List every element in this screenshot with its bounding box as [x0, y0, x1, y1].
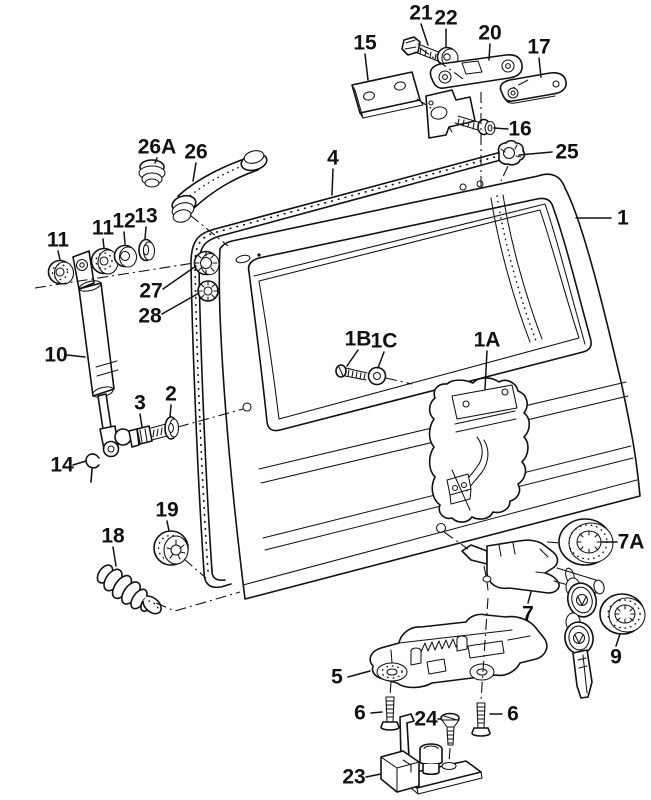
callout-label-spring-clip: 14 — [50, 454, 74, 477]
keys — [564, 577, 598, 699]
callout-label-tailgate-panel: 1 — [617, 207, 629, 230]
callout-leader-lock-striker — [365, 773, 382, 778]
callout-label-lock-escutcheon-ring: 7A — [618, 531, 645, 554]
lock-seal-ring — [599, 593, 646, 635]
callout-leader-strut-washer-inner — [102, 238, 105, 249]
callout-leader-flange-nut — [518, 151, 553, 156]
callout-label-hinge-bolt: 21 — [409, 2, 433, 25]
callout-label-strap-grommet: 26A — [138, 136, 177, 159]
lock-striker — [380, 713, 483, 795]
callout-leader-hinge — [488, 43, 491, 61]
callout-leader-strap-grommet — [154, 157, 158, 164]
tailgate-latch — [369, 613, 548, 689]
rubber-buffer — [96, 564, 162, 615]
callout-label-latch-screw-right: 6 — [507, 703, 519, 726]
callout-label-tailgate-seal: 4 — [327, 147, 339, 170]
callout-label-hinge-screw: 16 — [508, 118, 531, 141]
callout-label-striker-screw: 24 — [414, 708, 438, 731]
callout-label-latch-screw-left: 6 — [354, 702, 366, 725]
callout-leader-hinge-screw — [493, 127, 509, 130]
callout-leader-ball-stud — [139, 413, 143, 428]
lock-cylinder — [461, 539, 605, 595]
strap-grommet — [138, 159, 166, 188]
callout-leader-strut-washer-outer — [57, 250, 61, 261]
construction-lines — [34, 47, 562, 764]
callout-leader-latch-screw-left — [370, 711, 383, 714]
callout-label-mounting-plate: 15 — [353, 32, 377, 55]
serrated-washer — [197, 280, 219, 302]
tailgate-seal — [190, 150, 509, 589]
callout-label-bracket-washer: 1C — [371, 330, 398, 353]
mounting-bracket — [428, 377, 531, 523]
callout-leader-hinge-bolt — [420, 23, 429, 46]
callout-label-gas-strut: 10 — [44, 344, 67, 367]
gas-strut — [72, 250, 120, 458]
callout-leader-check-strap — [192, 162, 197, 182]
callout-label-rubber-buffer: 18 — [101, 525, 125, 548]
callout-leader-spring-clip — [72, 460, 87, 466]
callout-label-strut-washer-inner: 11 — [92, 217, 115, 240]
callout-leader-hinge-cover-plate — [538, 57, 542, 78]
callout-label-hinge-washer: 22 — [434, 7, 457, 30]
callout-label-flange-nut: 25 — [555, 141, 579, 164]
callout-label-stud-washer: 2 — [165, 383, 177, 406]
latch-screw-left — [380, 696, 400, 731]
callout-label-hinge: 20 — [478, 22, 501, 45]
strut-washers — [47, 238, 156, 285]
callout-label-lock-cylinder-keys: 7 — [522, 603, 534, 626]
callout-leader-rubber-buffer — [112, 546, 117, 567]
callout-label-strut-washer-outer: 11 — [47, 229, 70, 252]
check-strap — [171, 150, 268, 223]
callout-leader-tailgate-latch — [347, 670, 371, 678]
callout-label-blanking-grommet: 19 — [155, 499, 178, 522]
hinge-group — [351, 36, 567, 166]
striker-screw — [440, 712, 460, 746]
callout-leader-lock-seal-ring — [615, 633, 621, 647]
callout-label-hinge-cover-plate: 17 — [527, 36, 550, 59]
callout-label-bracket-screw: 1B — [345, 328, 372, 351]
callout-label-lock-striker: 23 — [342, 766, 365, 789]
callout-label-flat-washer: 12 — [112, 210, 135, 233]
callout-label-check-strap: 26 — [184, 141, 207, 164]
callout-leader-mounting-bracket — [484, 350, 488, 390]
bracket-washer — [367, 366, 387, 386]
callout-label-spring-washer: 13 — [134, 205, 157, 228]
callout-leader-blanking-grommet — [166, 520, 170, 532]
bracket-screw — [335, 364, 368, 381]
callout-label-serrated-washer: 28 — [138, 305, 162, 328]
callout-leader-tailgate-seal — [331, 168, 334, 196]
callout-label-lock-seal-ring: 9 — [610, 646, 622, 669]
callout-leader-bracket-screw — [346, 349, 359, 367]
callout-leader-spring-washer — [144, 226, 147, 240]
stud-washer — [164, 416, 180, 440]
lock-escutcheon-ring — [558, 518, 614, 566]
callout-leader-flat-washer — [123, 231, 126, 245]
latch-screw-right — [471, 702, 491, 737]
tailgate-panel — [218, 173, 641, 600]
spring-clip — [85, 453, 100, 483]
ball-stud — [114, 423, 169, 448]
callout-label-tailgate-latch: 5 — [331, 666, 343, 689]
callout-leader-pivot-bushing — [162, 265, 197, 290]
blanking-grommet — [153, 530, 189, 566]
callout-leader-lock-cylinder-keys — [527, 591, 532, 604]
callout-leader-mounting-plate — [364, 53, 369, 81]
callout-leader-stud-washer — [169, 404, 172, 418]
pivot-bushing — [193, 250, 220, 276]
callout-leader-bracket-washer — [377, 351, 385, 369]
callout-label-mounting-bracket: 1A — [474, 329, 501, 352]
callout-leader-gas-strut — [66, 354, 86, 358]
callout-leader-serrated-washer — [161, 292, 200, 315]
callout-label-pivot-bushing: 27 — [139, 280, 162, 303]
callout-label-ball-stud: 3 — [134, 392, 146, 415]
